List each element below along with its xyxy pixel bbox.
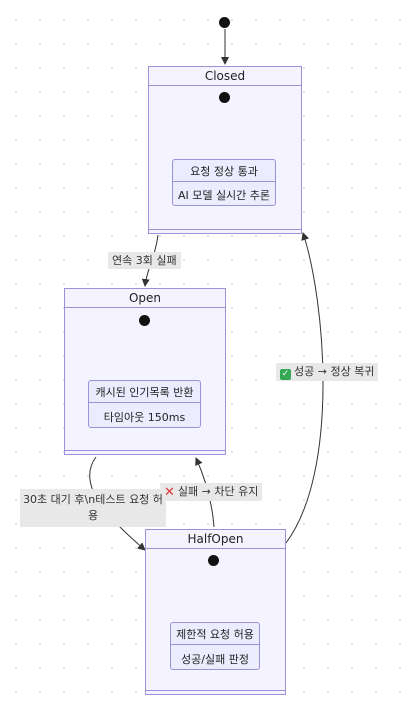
initial-state-dot xyxy=(219,17,230,28)
closed-row-2: AI 모델 실시간 추론 xyxy=(177,189,271,202)
cross-mark-icon: ✕ xyxy=(164,485,175,500)
edge-halfopen-closed xyxy=(285,232,324,544)
label-halfopen-to-closed: ✓성공 → 정상 복귀 xyxy=(276,363,379,381)
state-halfopen-title: HalfOpen xyxy=(146,530,285,549)
state-open: Open xyxy=(64,288,226,455)
halfopen-initial-dot xyxy=(208,555,219,566)
closed-initial-dot xyxy=(219,92,230,103)
open-initial-dot xyxy=(139,315,150,326)
state-halfopen: HalfOpen xyxy=(145,529,286,695)
open-row-1: 캐시된 인기목록 반환 xyxy=(95,386,194,399)
closed-substate: 요청 정상 통과 AI 모델 실시간 추론 xyxy=(172,159,276,206)
open-row-2: 타임아웃 150ms xyxy=(103,411,186,424)
halfopen-row-2: 성공/실패 판정 xyxy=(181,653,249,666)
label-closed-to-open: 연속 3회 실패 xyxy=(108,252,181,269)
closed-row-1: 요청 정상 통과 xyxy=(190,165,258,178)
halfopen-row-1: 제한적 요청 허용 xyxy=(176,628,254,641)
label-halfopen-to-open: ✕실패 → 차단 유지 xyxy=(160,483,263,501)
state-closed-title: Closed xyxy=(149,67,301,86)
check-mark-icon: ✓ xyxy=(280,369,291,380)
open-substate: 캐시된 인기목록 반환 타임아웃 150ms xyxy=(88,380,201,428)
label-open-to-halfopen: 30초 대기 후\n테스트 요청 허용 xyxy=(20,489,166,527)
halfopen-substate: 제한적 요청 허용 성공/실패 판정 xyxy=(170,622,260,670)
state-open-title: Open xyxy=(65,289,225,308)
